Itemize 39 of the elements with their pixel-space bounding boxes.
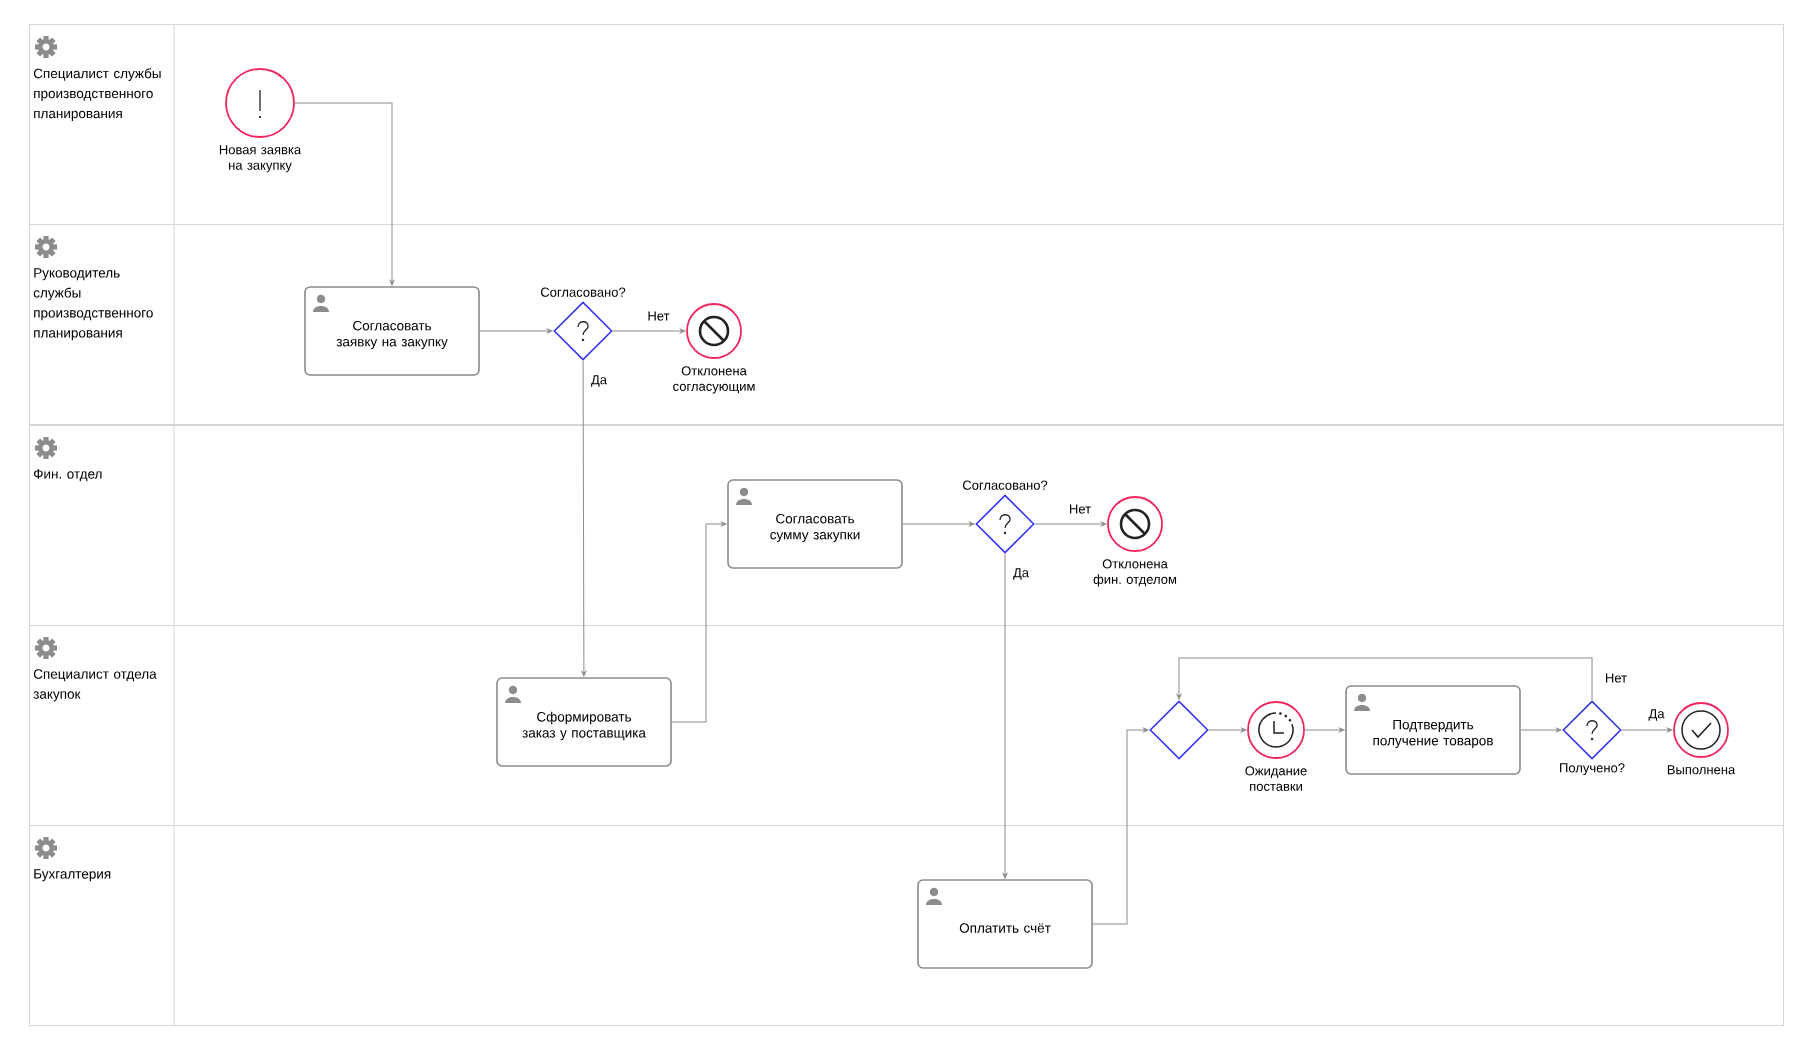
arrow xyxy=(1304,727,1345,733)
edge-label: Нет xyxy=(645,309,672,323)
lane-title: Специалист отдела закупок xyxy=(33,669,157,702)
edge-label: Да xyxy=(589,373,609,389)
edge-label: Да xyxy=(1647,707,1667,723)
task-box: Сформировать заказ у поставщика xyxy=(496,677,672,767)
arrow xyxy=(1621,727,1673,733)
event-label: Новая заявка на закупку xyxy=(219,145,302,173)
event-label: Ожидание поставки xyxy=(1245,766,1307,791)
arrow xyxy=(1176,657,1593,701)
event-label: Выполнена xyxy=(1667,765,1736,775)
edge-label: Нет xyxy=(1603,671,1629,685)
lane-title: Руководитель службы производственного планирования xyxy=(33,268,153,341)
event-label: Отклонена согласующим xyxy=(673,366,755,394)
event-label: Получено? xyxy=(1560,763,1625,775)
arrow xyxy=(294,102,395,286)
event-label: Отклонена фин. отделом xyxy=(1093,559,1177,587)
arrow xyxy=(581,360,587,677)
lane-title: Специалист службы производственного планирования xyxy=(33,68,161,121)
gateway-diamond xyxy=(1149,700,1209,760)
arrow xyxy=(671,521,727,723)
arrow xyxy=(902,521,975,527)
task-box: Согласовать сумму закупки xyxy=(727,479,903,569)
task-box: Оплатить счёт xyxy=(917,879,1093,969)
arrow xyxy=(1092,727,1149,925)
lane-title: Фин. отдел xyxy=(34,469,102,482)
arrow xyxy=(1520,727,1562,733)
event-label: Согласовано? xyxy=(962,480,1048,490)
event-label: Согласовано? xyxy=(540,287,626,297)
arrow xyxy=(1002,553,1008,879)
lane-title: Бухгалтерия xyxy=(34,869,111,882)
arrow xyxy=(1208,727,1247,733)
arrow xyxy=(1034,521,1107,527)
edge-label: Нет xyxy=(1067,502,1093,516)
arrow xyxy=(479,328,553,334)
arrow xyxy=(612,328,686,334)
task-box: Согласовать заявку на закупку xyxy=(304,286,480,376)
edge-label: Да xyxy=(1011,566,1031,582)
task-box: Подтвердить получение товаров xyxy=(1345,685,1521,775)
